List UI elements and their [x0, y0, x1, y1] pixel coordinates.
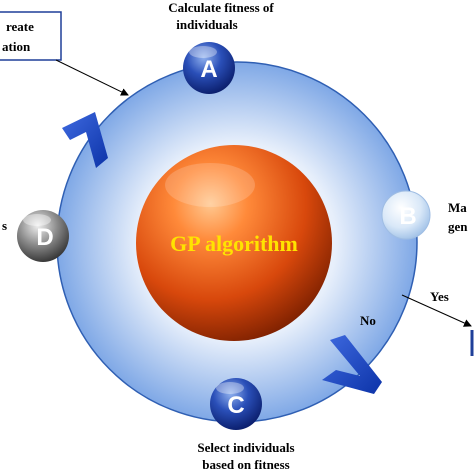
node-d — [17, 210, 69, 262]
node-b-letter: B — [399, 203, 416, 230]
flow-chevron-bottom-right — [322, 335, 382, 394]
node-c-label-line-1: Select individuals — [197, 440, 294, 455]
center-sphere — [136, 145, 332, 341]
node-a-letter: A — [200, 56, 217, 83]
node-b-label-line-2: gen — [448, 219, 468, 234]
node-c-letter: C — [227, 392, 244, 419]
node-b — [381, 190, 431, 240]
node-c-label-line-2: based on fitness — [202, 457, 289, 472]
center-label: GP algorithm — [170, 231, 298, 256]
branch-yes-label: Yes — [430, 289, 449, 304]
branch-no-label: No — [360, 313, 376, 328]
yes-branch-arrow — [401, 294, 472, 327]
create-box-line-1: reate — [6, 19, 34, 34]
node-a-label-line-1: Calculate fitness of — [168, 0, 274, 15]
node-a-label-line-2: individuals — [176, 17, 237, 32]
node-d-label-line-1: s — [2, 218, 7, 233]
create-box-line-2: ation — [2, 39, 31, 54]
create-to-ring-arrow — [55, 59, 129, 96]
node-c — [210, 378, 262, 430]
flow-chevron-top-left — [62, 112, 108, 168]
create-population-box — [0, 11, 62, 61]
node-a — [183, 42, 235, 94]
node-d-letter: D — [36, 224, 53, 251]
node-b-label-line-1: Ma — [448, 200, 467, 215]
